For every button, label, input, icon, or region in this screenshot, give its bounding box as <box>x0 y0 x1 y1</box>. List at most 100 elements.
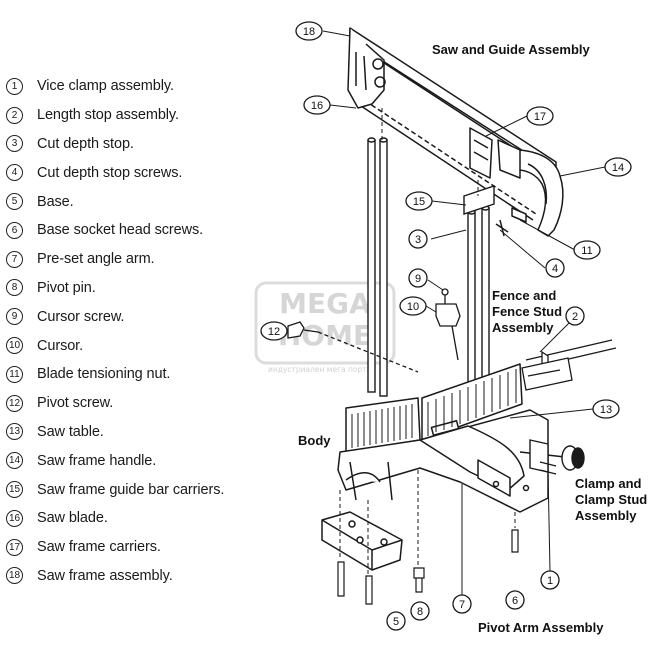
callout-6: 6 <box>512 595 518 607</box>
legend-item: 11 Blade tensioning nut. <box>6 360 256 389</box>
callout-13-circle <box>592 399 620 419</box>
legend-item: 16 Saw blade. <box>6 504 256 533</box>
legend-number: 16 <box>6 509 23 527</box>
callout-3-circle <box>408 229 428 249</box>
callout-18-circle <box>295 21 323 41</box>
legend-label: Cursor. <box>37 337 84 354</box>
label-pivot-arm-assembly: Pivot Arm Assembly <box>478 620 604 635</box>
watermark-tagline: индустриален мега портал <box>268 365 376 374</box>
legend-label: Cursor screw. <box>37 308 125 325</box>
legend-label: Saw frame carriers. <box>37 539 161 556</box>
label-fence-line1: Fence and <box>492 288 556 303</box>
legend-label: Length stop assembly. <box>37 107 179 124</box>
callout-12: 12 <box>268 326 280 338</box>
legend-item: 15 Saw frame guide bar carriers. <box>6 475 256 504</box>
callout-18: 18 <box>303 26 315 38</box>
legend-label: Base socket head screws. <box>37 222 204 239</box>
legend-label: Cut depth stop screws. <box>37 164 183 181</box>
label-body: Body <box>298 433 331 448</box>
leader-lines <box>322 30 606 595</box>
legend-item: 10 Cursor. <box>6 331 256 360</box>
label-saw-guide-assembly: Saw and Guide Assembly <box>432 42 591 57</box>
legend-number: 6 <box>6 221 23 239</box>
watermark-frame <box>254 281 396 365</box>
callout-10: 10 <box>407 301 419 313</box>
callout-11: 11 <box>581 245 592 257</box>
legend-number: 9 <box>6 308 23 326</box>
legend-label: Cut depth stop. <box>37 135 134 152</box>
legend-item: 13 Saw table. <box>6 418 256 447</box>
legend-number: 4 <box>6 164 23 182</box>
legend-number: 5 <box>6 193 23 211</box>
callout-3: 3 <box>415 234 421 246</box>
cursor-parts <box>435 288 461 361</box>
assembly-lines <box>339 108 516 576</box>
legend-number: 8 <box>6 279 23 297</box>
legend-number: 11 <box>6 365 23 383</box>
callout-17: 17 <box>534 111 546 123</box>
callout-16-circle <box>303 95 331 115</box>
callout-15-circle <box>405 191 433 211</box>
callout-16: 16 <box>311 100 323 112</box>
guide-bars <box>367 137 495 415</box>
legend-number: 3 <box>6 135 23 153</box>
legend-number: 14 <box>6 452 23 470</box>
label-clamp-line1: Clamp and <box>575 476 642 491</box>
legend-label: Saw blade. <box>37 510 108 527</box>
legend-label: Vice clamp assembly. <box>37 78 174 95</box>
saw-frame-drawing <box>347 27 564 237</box>
base-screws <box>337 529 519 605</box>
legend-item: 5 Base. <box>6 187 256 216</box>
callout-9-circle <box>408 268 428 288</box>
fence-stud-drawing <box>521 339 617 391</box>
body-drawing <box>337 363 549 513</box>
label-clamp-line3: Assembly <box>575 508 637 523</box>
legend-label: Base. <box>37 193 74 210</box>
legend-number: 17 <box>6 538 23 556</box>
legend-number: 13 <box>6 423 23 441</box>
legend-item: 6 Base socket head screws. <box>6 216 256 245</box>
callout-4: 4 <box>552 263 558 275</box>
clamp-drawing <box>519 439 585 475</box>
legend-item: 3 Cut depth stop. <box>6 130 256 159</box>
callout-8: 8 <box>417 606 423 618</box>
callout-circles <box>260 21 632 631</box>
base-drawing <box>321 511 403 571</box>
callout-13: 13 <box>600 404 612 416</box>
legend-label: Saw frame guide bar carriers. <box>37 481 225 498</box>
callout-2: 2 <box>572 311 578 323</box>
callout-9: 9 <box>415 273 421 285</box>
legend-label: Saw frame assembly. <box>37 567 173 584</box>
pivot-screw-drawing <box>287 321 419 373</box>
callout-12-circle <box>260 321 288 341</box>
legend-number: 1 <box>6 77 23 95</box>
legend-number: 15 <box>6 481 23 499</box>
callout-5-circle <box>386 611 406 631</box>
callout-1: 1 <box>547 575 553 587</box>
callout-1-circle <box>540 570 560 590</box>
callout-11-circle <box>573 240 601 260</box>
callout-14: 14 <box>612 162 624 174</box>
label-fence-line2: Fence Stud <box>492 304 562 319</box>
callout-17-circle <box>526 106 554 126</box>
callout-10-circle <box>399 296 427 316</box>
callout-7: 7 <box>459 599 465 611</box>
legend-label: Blade tensioning nut. <box>37 366 171 383</box>
callout-5: 5 <box>393 616 399 628</box>
callout-8-circle <box>410 601 430 621</box>
legend-number: 10 <box>6 337 23 355</box>
legend-item: 9 Cursor screw. <box>6 302 256 331</box>
legend-item: 4 Cut depth stop screws. <box>6 158 256 187</box>
label-clamp-line2: Clamp Stud <box>575 492 647 507</box>
callout-7-circle <box>452 594 472 614</box>
legend-label: Saw table. <box>37 423 104 440</box>
legend-label: Pivot screw. <box>37 395 114 412</box>
fence-teeth <box>351 369 517 448</box>
